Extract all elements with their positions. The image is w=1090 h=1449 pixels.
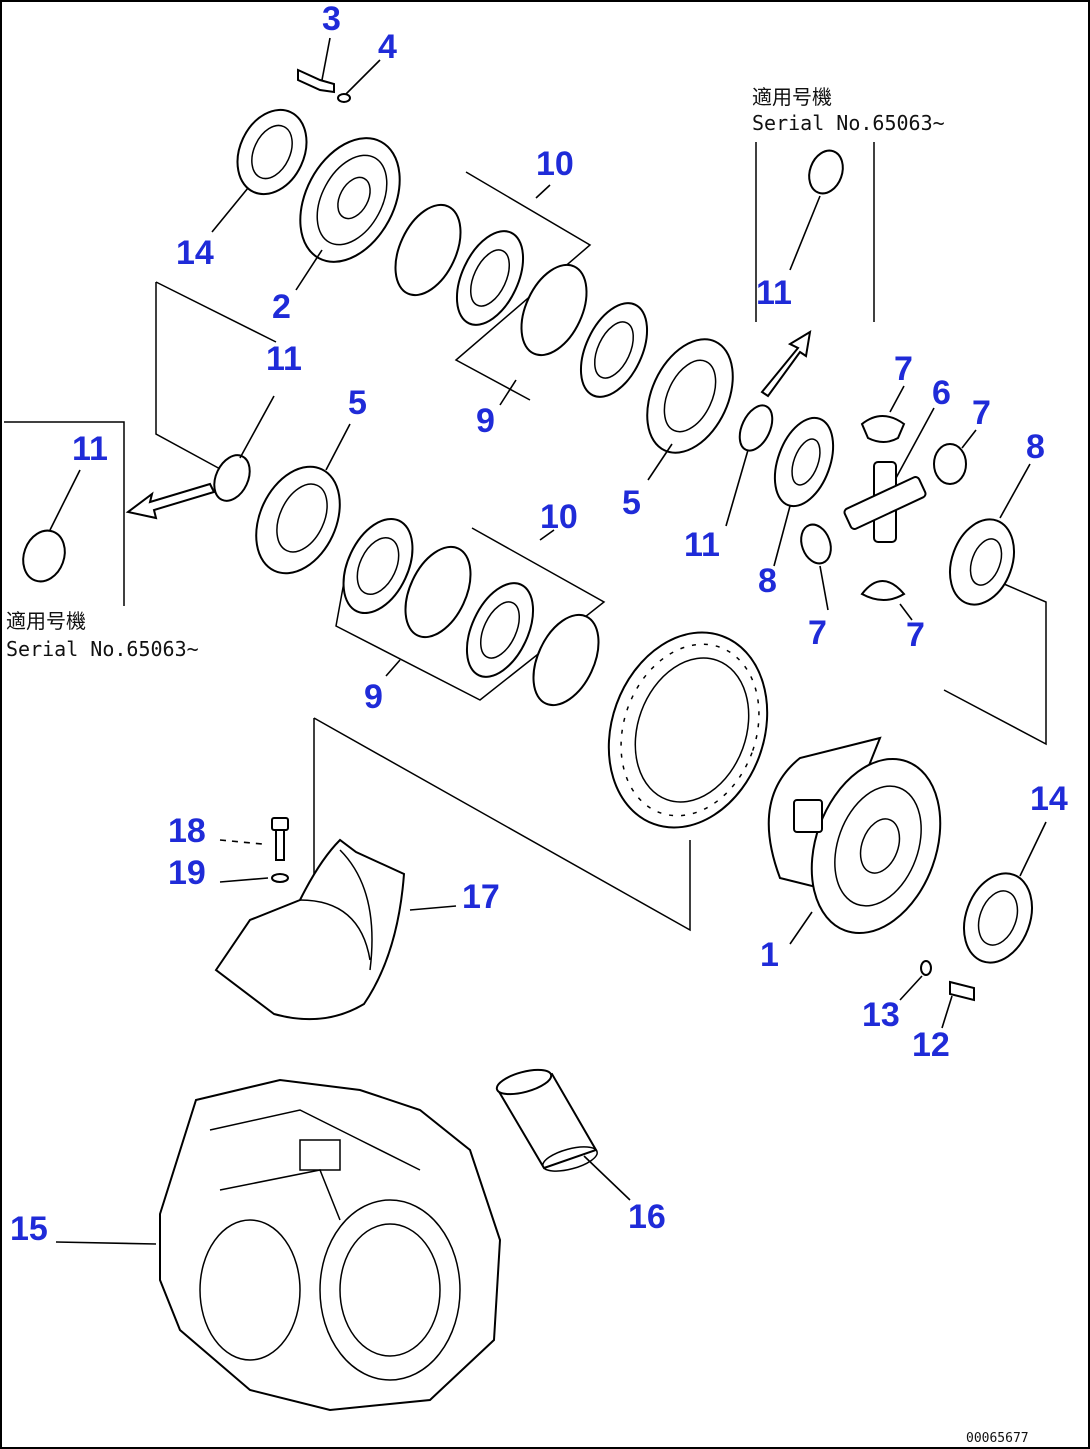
part-7-pinion-bottom bbox=[860, 580, 913, 621]
callout-7-right: 7 bbox=[972, 394, 991, 432]
serial-note-top-jp: 適用号機 bbox=[752, 85, 832, 109]
part-1-diff-case bbox=[767, 736, 942, 945]
serial-note-left-serial: Serial No.65063~ bbox=[6, 637, 199, 661]
part-8-side-gear-left bbox=[773, 416, 835, 567]
part-2-hub bbox=[295, 137, 401, 291]
callout-11-box: 11 bbox=[72, 430, 108, 468]
part-18-bolt bbox=[219, 817, 289, 861]
callout-14-upper: 14 bbox=[176, 234, 214, 272]
part-11-washer-left bbox=[213, 395, 275, 502]
callout-7-bottom: 7 bbox=[906, 616, 925, 654]
callout-1: 1 bbox=[760, 936, 779, 974]
callout-8-right: 8 bbox=[1026, 428, 1045, 466]
part-7-pinion-top bbox=[860, 385, 906, 443]
callout-11-left: 11 bbox=[266, 340, 302, 378]
serial-box-left bbox=[4, 421, 125, 606]
callout-10-lower: 10 bbox=[540, 498, 578, 536]
upper-clutch-pack bbox=[394, 171, 649, 406]
callout-18: 18 bbox=[168, 812, 206, 850]
drawing-code: 00065677 bbox=[966, 1431, 1029, 1446]
callout-7-top: 7 bbox=[894, 350, 913, 388]
part-5-plate-right bbox=[646, 338, 734, 481]
part-4-washer bbox=[337, 59, 381, 103]
callout-9-lower: 9 bbox=[364, 678, 383, 716]
direction-arrow-left bbox=[125, 482, 216, 520]
part-11-washer-right bbox=[725, 404, 774, 527]
callout-9-upper: 9 bbox=[476, 402, 495, 440]
part-8-side-gear-right bbox=[949, 463, 1031, 606]
bracket-left-11 bbox=[155, 282, 223, 471]
callout-10-upper: 10 bbox=[536, 145, 574, 183]
part-15-axle-housing bbox=[55, 1078, 502, 1412]
callout-16: 16 bbox=[628, 1198, 666, 1236]
callout-7-left: 7 bbox=[808, 614, 827, 652]
callout-3: 3 bbox=[322, 0, 341, 38]
serial-note-left-jp: 適用号機 bbox=[6, 609, 86, 633]
callout-17: 17 bbox=[462, 878, 500, 916]
part-19-washer bbox=[219, 873, 289, 883]
callout-14-lower: 14 bbox=[1030, 780, 1068, 818]
part-16-sleeve bbox=[495, 1068, 631, 1201]
callout-13: 13 bbox=[862, 996, 900, 1034]
serial-note-top-serial: Serial No.65063~ bbox=[752, 111, 945, 135]
part-7-pinion-right bbox=[933, 429, 977, 485]
part-3-bolt bbox=[297, 37, 335, 94]
bracket-right bbox=[943, 583, 1047, 746]
callout-12: 12 bbox=[912, 1026, 950, 1064]
callout-5-left: 5 bbox=[348, 384, 367, 422]
callout-11-top: 11 bbox=[756, 274, 792, 312]
callout-15: 15 bbox=[10, 1210, 48, 1248]
callout-5-right: 5 bbox=[622, 484, 641, 522]
callout-8-left: 8 bbox=[758, 562, 777, 600]
part-14-bearing-lower bbox=[963, 821, 1047, 964]
part-14-bearing-upper bbox=[211, 108, 308, 233]
part-6-spider bbox=[843, 407, 935, 543]
part-12-bolt bbox=[941, 980, 975, 1029]
callout-4: 4 bbox=[378, 28, 397, 66]
callout-2: 2 bbox=[272, 288, 291, 326]
part-17-guard bbox=[214, 838, 457, 1021]
part-13-washer bbox=[899, 960, 932, 1001]
part-5-plate-left bbox=[255, 423, 351, 575]
callout-19: 19 bbox=[168, 854, 206, 892]
part-7-pinion-left bbox=[800, 523, 832, 611]
callout-11-right: 11 bbox=[684, 526, 720, 564]
ring-gear bbox=[607, 631, 769, 829]
lower-clutch-pack bbox=[335, 517, 606, 707]
callout-6: 6 bbox=[932, 374, 951, 412]
serial-bracket-top bbox=[755, 142, 875, 322]
direction-arrow-upper bbox=[760, 330, 812, 398]
